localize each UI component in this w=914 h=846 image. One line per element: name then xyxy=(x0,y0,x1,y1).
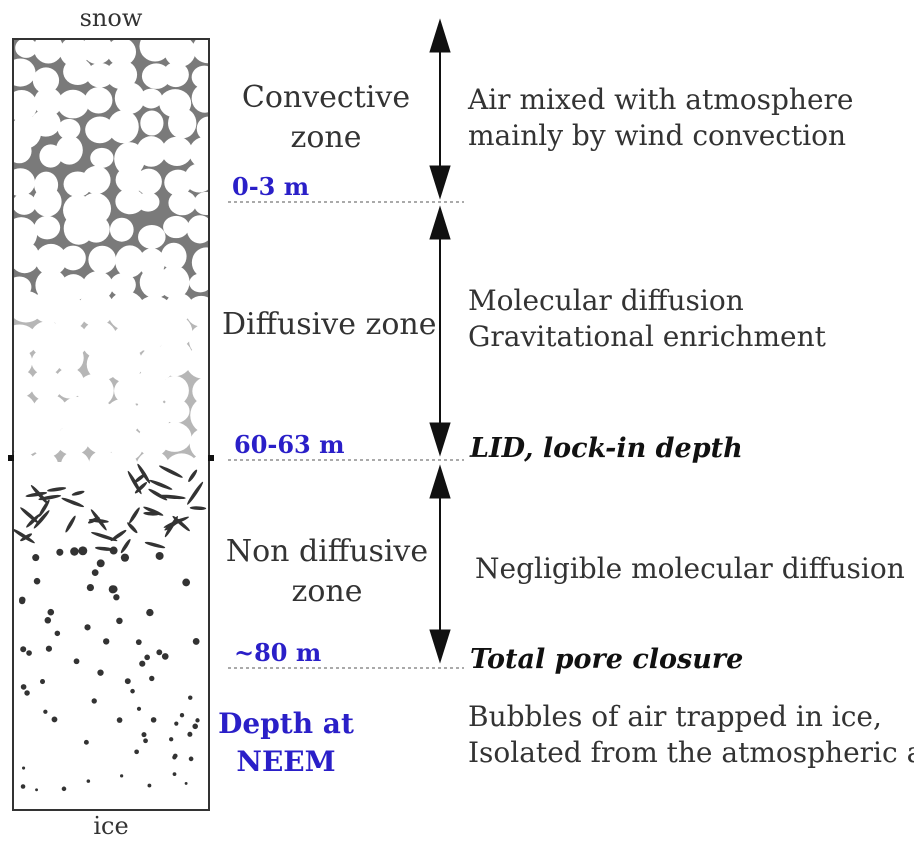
diffusive-zone-label: Diffusive zone xyxy=(222,307,437,342)
arrow-non-diffusive xyxy=(429,464,451,664)
pore-closure-label: Total pore closure xyxy=(470,644,744,675)
non-diffusive-description: Negligible molecular diffusion xyxy=(475,552,905,585)
non-diffusive-zone-label: Non diffusive zone xyxy=(222,532,432,612)
lid-tick-right xyxy=(208,455,214,461)
convective-description: Air mixed with atmosphere mainly by wind… xyxy=(468,82,853,154)
depth-label-convective: 0-3 m xyxy=(232,172,310,201)
arrow-convective xyxy=(429,18,451,200)
diffusive-description-line2: Gravitational enrichment xyxy=(468,320,826,353)
depth-caption: Depth at NEEM xyxy=(216,705,356,781)
firn-grain-texture xyxy=(13,39,209,810)
firn-column-frame xyxy=(12,38,210,811)
bubbles-description-line2: Isolated from the atmospheric air xyxy=(468,736,914,769)
lid-label: LID, lock-in depth xyxy=(470,433,743,464)
snow-label: snow xyxy=(79,4,143,32)
diffusive-description: Molecular diffusion Gravitational enrich… xyxy=(468,283,826,355)
lid-tick-left xyxy=(8,455,14,461)
depth-label-lid: 60-63 m xyxy=(234,430,345,459)
ice-label: ice xyxy=(93,812,129,840)
convective-zone-label: Convective zone xyxy=(236,78,416,158)
depth-label-pore-closure: ~80 m xyxy=(234,638,322,667)
convective-zone-line2: zone xyxy=(290,120,362,155)
diffusive-description-line1: Molecular diffusion xyxy=(468,284,744,317)
depth-caption-line2: NEEM xyxy=(236,745,336,778)
non-diffusive-zone-line2: zone xyxy=(291,574,363,609)
convective-zone-line1: Convective xyxy=(241,80,411,115)
convective-description-line1: Air mixed with atmosphere xyxy=(468,83,854,116)
arrow-diffusive xyxy=(429,205,451,457)
convective-description-line2: mainly by wind convection xyxy=(468,119,847,152)
bubbles-description-line1: Bubbles of air trapped in ice, xyxy=(468,700,882,733)
bubbles-description: Bubbles of air trapped in ice, Isolated … xyxy=(468,699,914,771)
non-diffusive-zone-line1: Non diffusive xyxy=(225,534,429,569)
depth-caption-line1: Depth at xyxy=(218,707,354,740)
